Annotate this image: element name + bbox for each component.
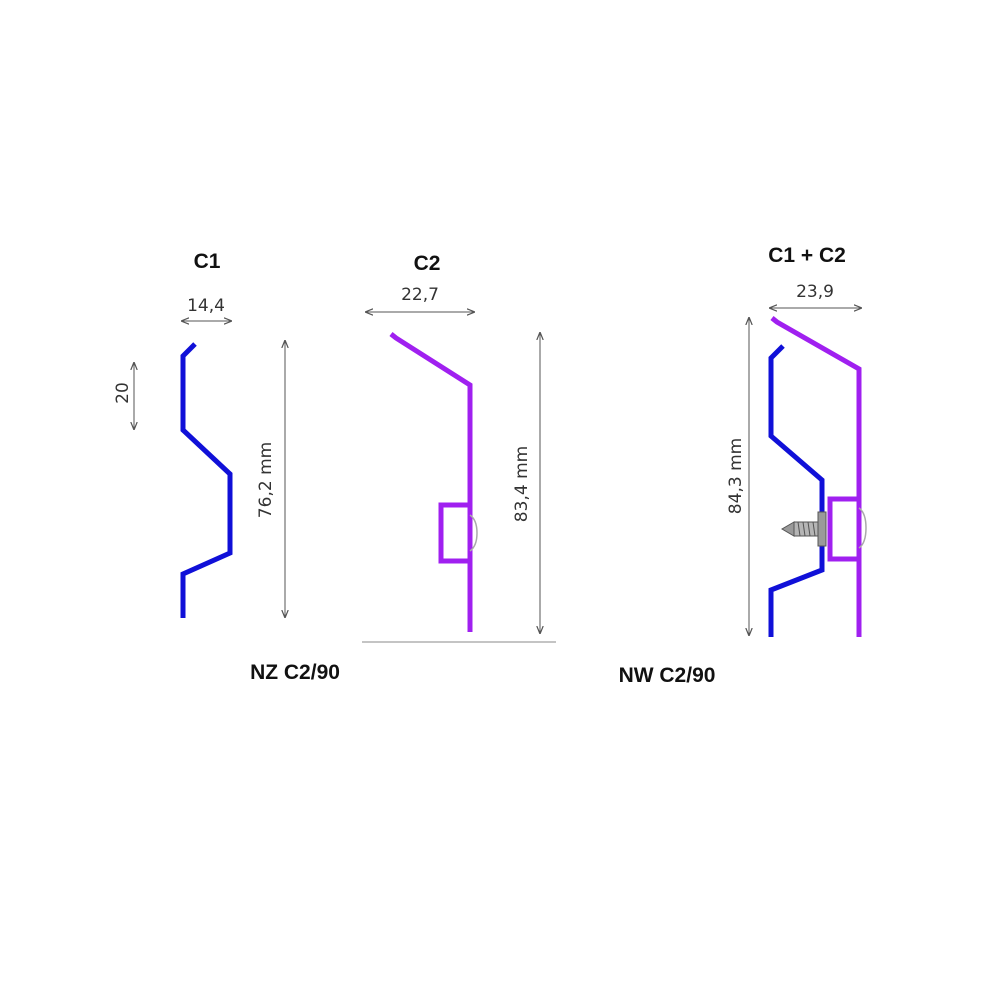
- profile-c2: C2 22,7 83,4 mm: [362, 252, 556, 643]
- combo-width-label: 23,9: [796, 282, 834, 302]
- combo-c1-profile-shape: [768, 344, 825, 637]
- profile-c1: C1 14,4 20 76,2 mm: [113, 250, 285, 618]
- c2-width-label: 22,7: [401, 285, 439, 305]
- c2-height-label: 83,4 mm: [512, 446, 532, 522]
- c2-clip-channel: [438, 502, 470, 564]
- combo-title: C1 + C2: [768, 244, 846, 267]
- c1-profile-shape: [180, 342, 233, 618]
- c2-title: C2: [414, 252, 441, 275]
- c1-pitch-label: 20: [113, 382, 133, 404]
- c1-width-label: 14,4: [187, 296, 225, 316]
- c1-height-label: 76,2 mm: [256, 442, 276, 518]
- combo-c2-profile-shape: [770, 316, 862, 637]
- combo-c2-clip-channel: [827, 496, 859, 562]
- combo-gasket-insert: [858, 507, 867, 549]
- nw-caption: NW C2/90: [619, 664, 716, 687]
- nz-caption: NZ C2/90: [250, 661, 340, 684]
- combo-height-label: 84,3 mm: [726, 438, 746, 514]
- self-drilling-screw-icon: [781, 511, 827, 547]
- profile-combo: C1 + C2 23,9 84,3 mm: [726, 244, 867, 637]
- c2-gasket-insert: [469, 514, 478, 552]
- c1-title: C1: [194, 250, 221, 273]
- c2-profile-shape: [389, 332, 473, 632]
